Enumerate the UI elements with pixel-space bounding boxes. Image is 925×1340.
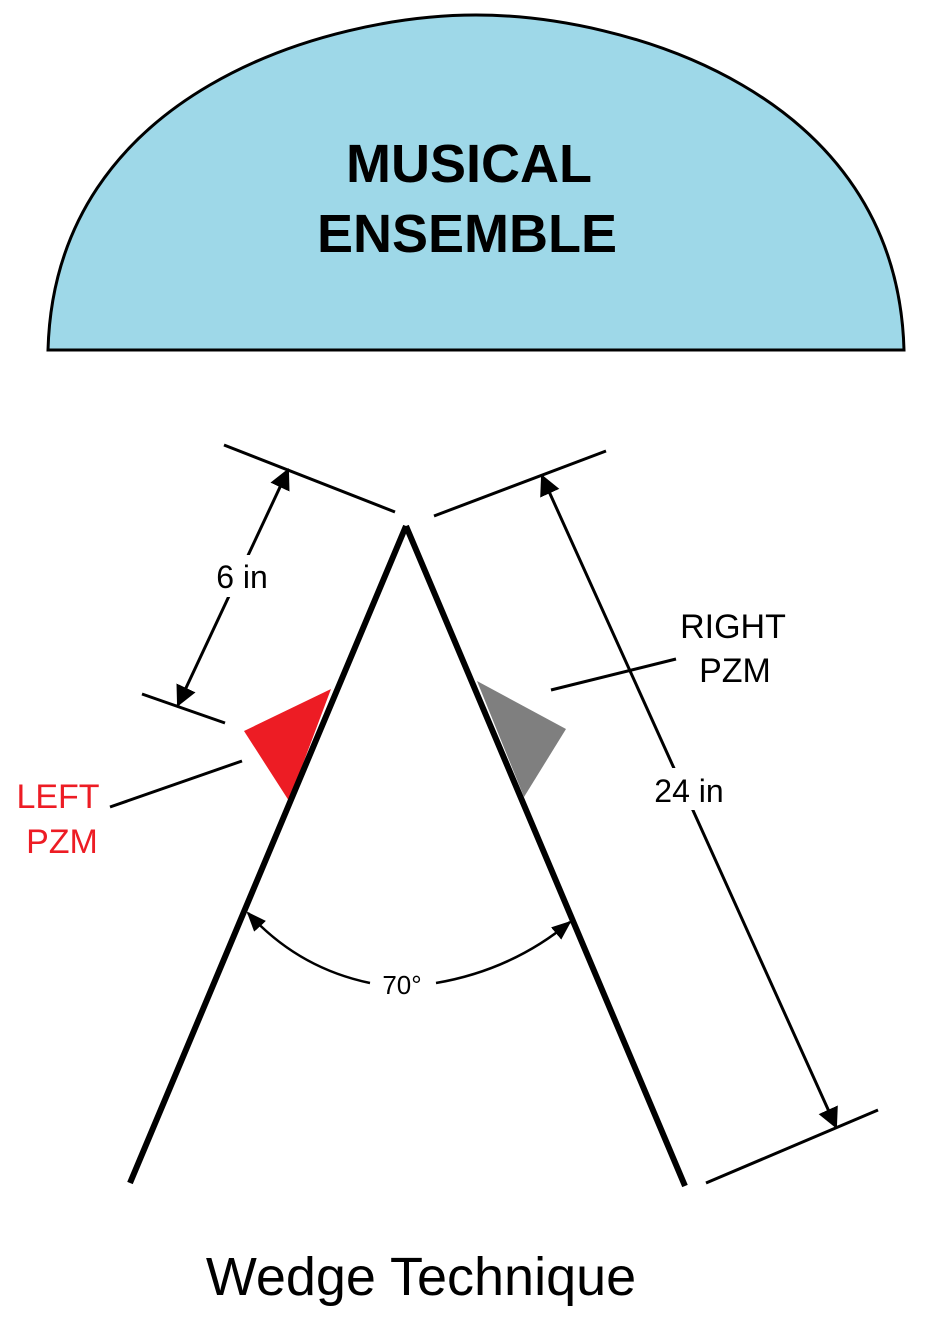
left-board [127, 524, 409, 1185]
diagram-caption: Wedge Technique [206, 1247, 636, 1307]
right-pzm-leader [550, 657, 677, 692]
angle-arc-left [246, 911, 371, 985]
spacing-label: 6 in [216, 559, 268, 595]
left-pzm-label-line2: PZM [26, 823, 98, 861]
left-pzm [244, 689, 331, 801]
extension-lines [141, 443, 879, 1185]
length-dimension: 24 in [540, 474, 838, 1129]
right-pzm [477, 681, 566, 797]
left-pzm-label-line1: LEFT [16, 778, 99, 816]
right-pzm-label-line1: RIGHT [680, 608, 786, 646]
ensemble-title-line1: MUSICAL [346, 134, 592, 194]
ensemble-dome [46, 13, 906, 352]
length-label: 24 in [654, 773, 723, 809]
wedge-boards [127, 524, 688, 1188]
angle-arc-right [435, 920, 572, 985]
extension-line-top-left [223, 443, 396, 514]
extension-line-mid-left [141, 692, 226, 725]
left-pzm-leader [109, 759, 243, 809]
right-pzm-label-line2: PZM [699, 652, 771, 690]
left-pzm-callout: LEFT PZM [16, 759, 243, 861]
right-pzm-callout: RIGHT PZM [550, 608, 786, 692]
ensemble-title-line2: ENSEMBLE [317, 204, 617, 264]
right-board [403, 524, 688, 1188]
spacing-dimension: 6 in [176, 468, 290, 707]
musical-ensemble: MUSICAL ENSEMBLE [46, 13, 906, 352]
extension-line-top-right [433, 449, 607, 518]
angle-indicator: 70° [246, 911, 572, 1000]
spacing-label-background [205, 555, 275, 597]
length-label-background [640, 768, 736, 810]
angle-label: 70° [382, 970, 421, 1000]
extension-line-bottom-right [705, 1108, 879, 1185]
